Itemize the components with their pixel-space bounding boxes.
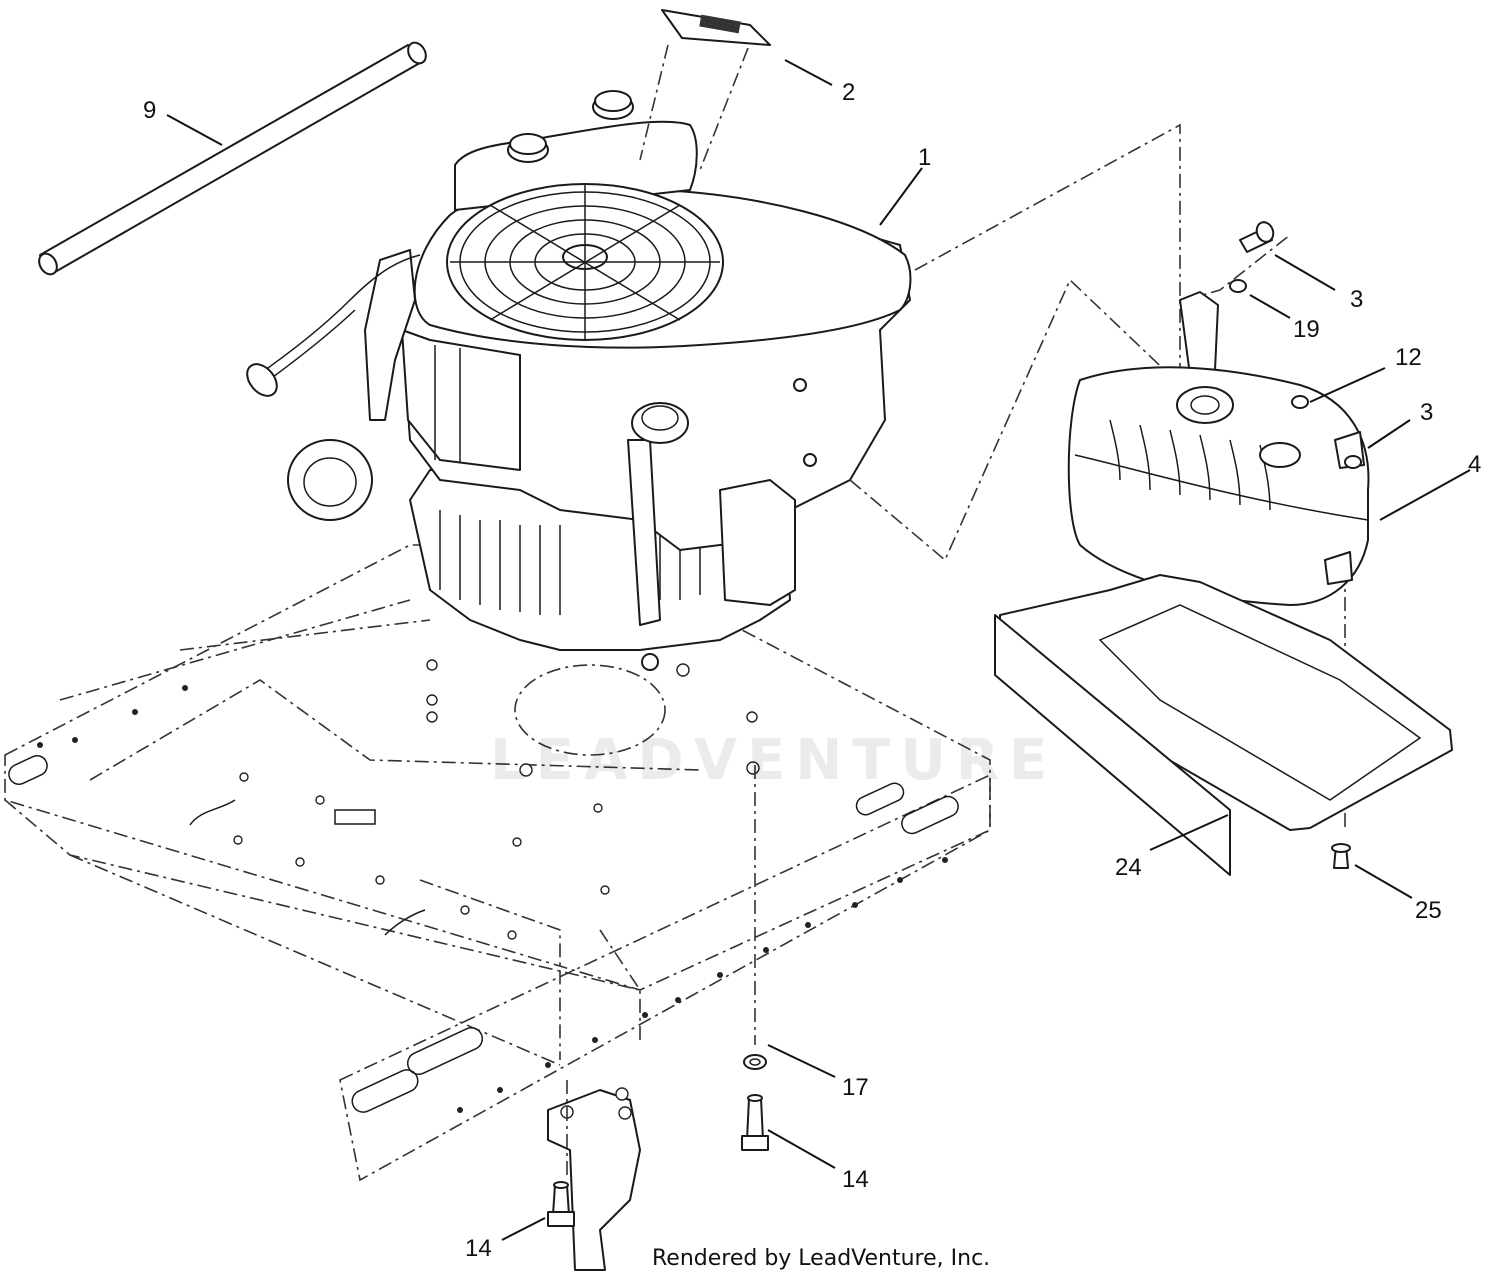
callout-14-left: 14 xyxy=(465,1235,492,1262)
bolt-25 xyxy=(1331,843,1351,869)
callout-labels: 9 2 1 3 19 12 3 4 24 25 17 14 14 xyxy=(143,79,1481,1262)
callout-25: 25 xyxy=(1415,897,1442,924)
muffler-assembly xyxy=(754,123,1370,1045)
bracket-lower xyxy=(547,1080,641,1271)
callout-12: 12 xyxy=(1395,344,1422,371)
callout-9: 9 xyxy=(143,97,156,124)
bolt-14-upper xyxy=(741,1094,769,1151)
callout-1: 1 xyxy=(918,144,931,171)
callout-17: 17 xyxy=(842,1074,869,1101)
callout-3-lower: 3 xyxy=(1420,399,1433,426)
callout-3-upper: 3 xyxy=(1350,286,1363,313)
callout-2: 2 xyxy=(842,79,855,106)
frame-chassis xyxy=(4,544,991,1182)
crankshaft-opening xyxy=(514,664,666,756)
bolt-14-lower xyxy=(547,1181,575,1227)
callout-14-right: 14 xyxy=(842,1166,869,1193)
callout-4: 4 xyxy=(1468,451,1481,478)
callout-24: 24 xyxy=(1115,854,1142,881)
engine xyxy=(246,90,912,756)
hose-tube xyxy=(38,41,427,276)
credit-line: Rendered by LeadVenture, Inc. xyxy=(652,1246,991,1271)
washer-17 xyxy=(743,1054,767,1070)
engine-decal xyxy=(639,9,771,171)
leader-lines xyxy=(166,59,1471,1241)
heat-shield xyxy=(994,574,1453,876)
callout-19: 19 xyxy=(1293,316,1320,343)
